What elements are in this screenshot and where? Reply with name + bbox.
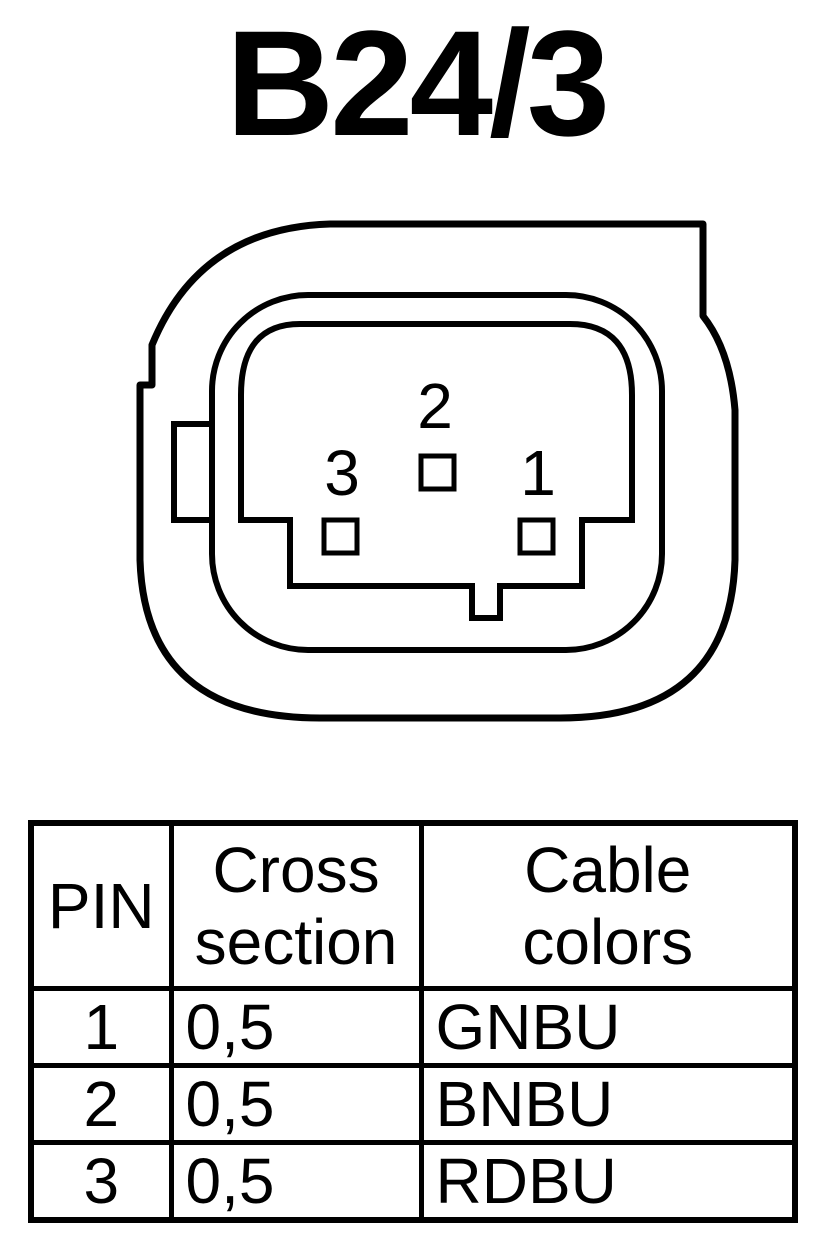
table-row: 2 0,5 BNBU [28,1063,798,1145]
connector-face-diagram: 2 3 1 [136,220,739,722]
header-cross-section: Cross section [168,820,424,991]
cable-color-cell: BNBU [418,1063,798,1145]
pin-3-label: 3 [324,437,360,509]
table-row: 1 0,5 GNBU [28,986,798,1068]
latch-tab [171,421,215,523]
pin-3-contact [321,517,360,556]
header-cross-line2: section [194,906,398,978]
cross-section-cell: 0,5 [168,1140,424,1223]
pin-2-contact [418,453,457,492]
header-cross-line1: Cross [212,834,380,906]
socket-ring [209,292,665,653]
connector-title: B24/3 [225,0,610,167]
pin-2-label: 2 [417,370,453,442]
pin-cell: 2 [28,1063,174,1145]
pin-cavity-outline [238,321,635,621]
pin-cell: 1 [28,986,174,1068]
pin-cell: 3 [28,1140,174,1223]
cross-section-cell: 0,5 [168,1063,424,1145]
cable-color-cell: GNBU [418,986,798,1068]
header-pin-label: PIN [47,870,155,942]
connector-housing-outline [136,220,739,722]
header-cable-colors: Cable colors [418,820,798,991]
pin-1-label: 1 [520,437,556,509]
header-pin: PIN [28,820,174,991]
header-color-line2: colors [522,906,694,978]
table-header-row: PIN Cross section Cable colors [28,820,798,991]
cable-color-cell: RDBU [418,1140,798,1223]
cross-section-cell: 0,5 [168,986,424,1068]
pin-1-contact [517,517,556,556]
header-color-line1: Cable [524,834,692,906]
table-row: 3 0,5 RDBU [28,1140,798,1223]
pin-assignment-table: PIN Cross section Cable colors 1 0,5 GNB… [28,820,798,1223]
